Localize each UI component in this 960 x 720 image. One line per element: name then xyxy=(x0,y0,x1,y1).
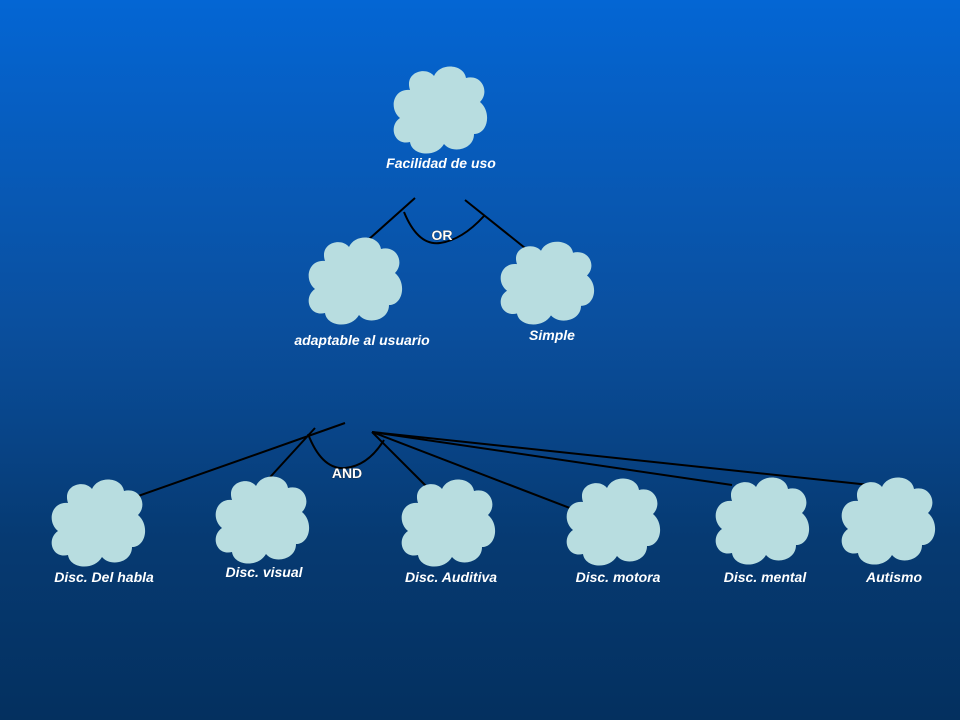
goal-cloud-disc-del-habla xyxy=(51,479,146,567)
goal-label-adaptable: adaptable al usuario xyxy=(294,332,430,348)
goal-label-simple: Simple xyxy=(529,327,575,343)
and-link-del-habla xyxy=(109,422,346,507)
goal-label-disc-del-habla: Disc. Del habla xyxy=(54,569,154,585)
goal-cloud-disc-auditiva xyxy=(401,479,496,567)
goal-label-disc-auditiva: Disc. Auditiva xyxy=(405,569,497,585)
or-operator-label: OR xyxy=(432,227,453,243)
goal-label-disc-mental: Disc. mental xyxy=(724,569,808,585)
goal-cloud-facilidad-de-uso xyxy=(393,66,488,154)
goal-label-facilidad-de-uso: Facilidad de uso xyxy=(386,155,496,171)
or-link-right xyxy=(464,199,531,253)
and-link-visual xyxy=(261,427,316,487)
or-arc xyxy=(403,211,485,245)
goal-cloud-simple xyxy=(500,241,595,325)
goal-cloud-disc-motora xyxy=(566,478,661,566)
goal-label-disc-motora: Disc. motora xyxy=(576,569,661,585)
goal-cloud-adaptable xyxy=(308,237,403,325)
goal-cloud-disc-visual xyxy=(215,476,310,564)
goal-label-autismo: Autismo xyxy=(865,569,922,585)
and-link-motora xyxy=(371,431,576,511)
goal-cloud-autismo xyxy=(841,477,936,565)
and-link-autismo xyxy=(371,431,871,486)
or-link-left xyxy=(367,197,416,241)
and-arc xyxy=(307,433,385,470)
and-operator-label: AND xyxy=(332,465,362,481)
goal-label-disc-visual: Disc. visual xyxy=(225,564,303,580)
goal-cloud-disc-mental xyxy=(715,477,810,565)
or-decomposition-links xyxy=(367,197,531,253)
and-decomposition-links xyxy=(109,422,871,511)
and-link-mental xyxy=(371,431,733,486)
